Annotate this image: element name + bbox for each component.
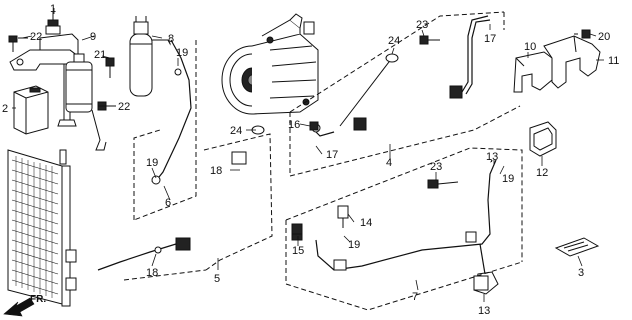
- callout-12: 12: [536, 167, 548, 179]
- callout-10: 10: [524, 41, 536, 53]
- hose-5: [97, 151, 265, 271]
- hose-4: [311, 15, 491, 137]
- leader-lines: [12, 8, 604, 302]
- callout-19-d: 19: [348, 239, 360, 251]
- callout-9: 9: [90, 31, 96, 43]
- callout-19-b: 19: [146, 157, 158, 169]
- callout-8: 8: [168, 33, 174, 45]
- callout-22-top: 22: [30, 31, 42, 43]
- callout-4: 4: [386, 157, 392, 169]
- compressor: [221, 13, 319, 115]
- part-2-box: [13, 85, 49, 135]
- callout-11: 11: [608, 55, 619, 67]
- condenser: [7, 149, 77, 307]
- callout-14: 14: [360, 217, 372, 229]
- callout-15: 15: [292, 245, 304, 257]
- callout-18-a: 18: [210, 165, 222, 177]
- part-10-clamp: [513, 51, 553, 93]
- callout-17-top: 17: [484, 33, 496, 45]
- part-15-fitting: [291, 223, 303, 235]
- callout-21: 21: [94, 49, 106, 61]
- group-outline-7: [285, 147, 523, 311]
- callout-6: 6: [165, 197, 171, 209]
- part-23-bolt-mid: [427, 179, 459, 189]
- front-direction-arrow: FR.: [3, 294, 46, 317]
- callout-1: 1: [50, 3, 56, 15]
- part-23-bolt-top: [419, 35, 440, 45]
- part-3-plate: [554, 237, 600, 257]
- callout-19-a: 19: [176, 47, 188, 59]
- callout-19-c: 19: [502, 173, 514, 185]
- part-22-bolt-lower: [91, 101, 116, 151]
- callout-5: 5: [214, 273, 220, 285]
- callout-23-mid: 23: [430, 161, 442, 173]
- fr-label: FR.: [30, 294, 46, 305]
- callout-13-bottom: 13: [478, 305, 490, 317]
- group-outline-5: [123, 133, 273, 281]
- callout-24-top: 24: [388, 35, 400, 47]
- part-11-bracket: [543, 35, 601, 89]
- part-12-grommet: [529, 121, 557, 157]
- callout-16: 16: [288, 119, 300, 131]
- callout-24-mid: 24: [230, 125, 242, 137]
- group-outline-4: [289, 11, 521, 177]
- part-22-bolt-top: [8, 35, 28, 52]
- callout-22-lower: 22: [118, 101, 130, 113]
- part-14-sensor: [337, 205, 349, 228]
- callout-23-top: 23: [416, 19, 428, 31]
- callout-3: 3: [578, 267, 584, 279]
- callout-17-mid: 17: [326, 149, 338, 161]
- part-21-bolt: [105, 57, 115, 78]
- part-13-bracket: [473, 275, 489, 291]
- callout-18-b: 18: [146, 267, 158, 279]
- pipe-7: [291, 159, 499, 295]
- part-8-receiver: [129, 16, 168, 97]
- part-16-bolt: [309, 121, 319, 131]
- part-24-nut-top: [385, 53, 399, 63]
- group-outline-6: [133, 40, 197, 221]
- callout-13-top: 13: [486, 151, 498, 163]
- callout-2: 2: [2, 103, 8, 115]
- receiver-cylinder: [65, 53, 93, 113]
- callout-7: 7: [412, 291, 418, 303]
- part-1-clip: [45, 12, 61, 35]
- callout-20: 20: [598, 31, 610, 43]
